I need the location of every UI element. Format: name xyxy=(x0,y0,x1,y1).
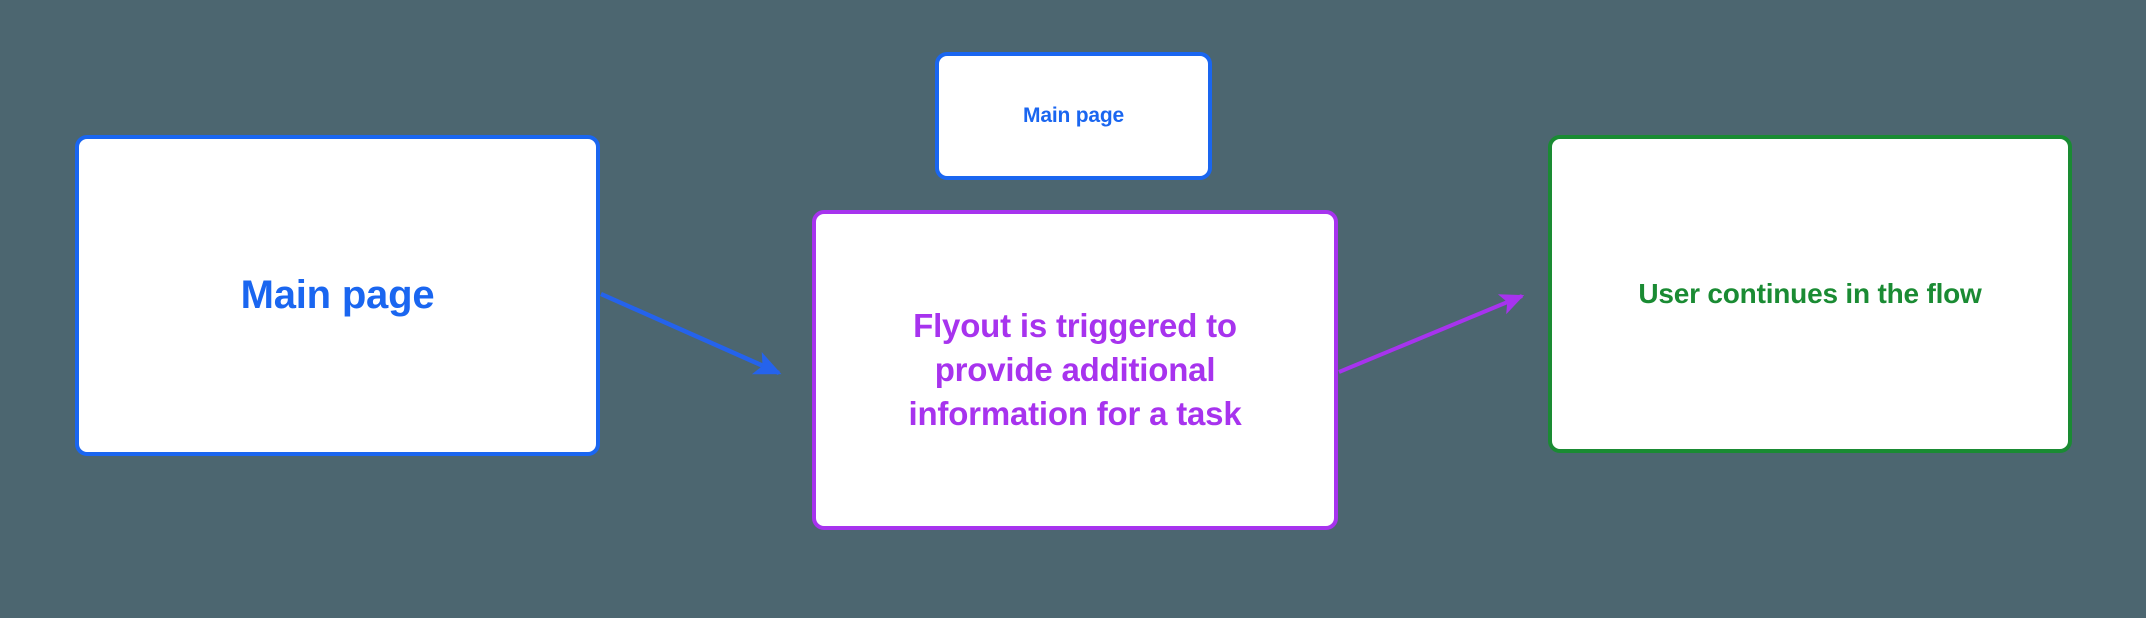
node-user-continues[interactable]: User continues in the flow xyxy=(1548,135,2072,453)
node-main-page-small[interactable]: Main page xyxy=(935,52,1212,180)
node-flyout[interactable]: Flyout is triggered to provide additiona… xyxy=(812,210,1338,530)
node-main-page-label: Main page xyxy=(240,272,435,317)
node-user-continues-label: User continues in the flow xyxy=(1638,278,1982,310)
connector-main-page-to-flyout xyxy=(600,291,782,376)
node-flyout-label: Flyout is triggered to provide additiona… xyxy=(908,307,1242,432)
connector-flyout-to-user-continues xyxy=(1338,294,1525,374)
node-main-page[interactable]: Main page xyxy=(75,135,600,456)
node-main-page-small-label: Main page xyxy=(1023,103,1124,127)
